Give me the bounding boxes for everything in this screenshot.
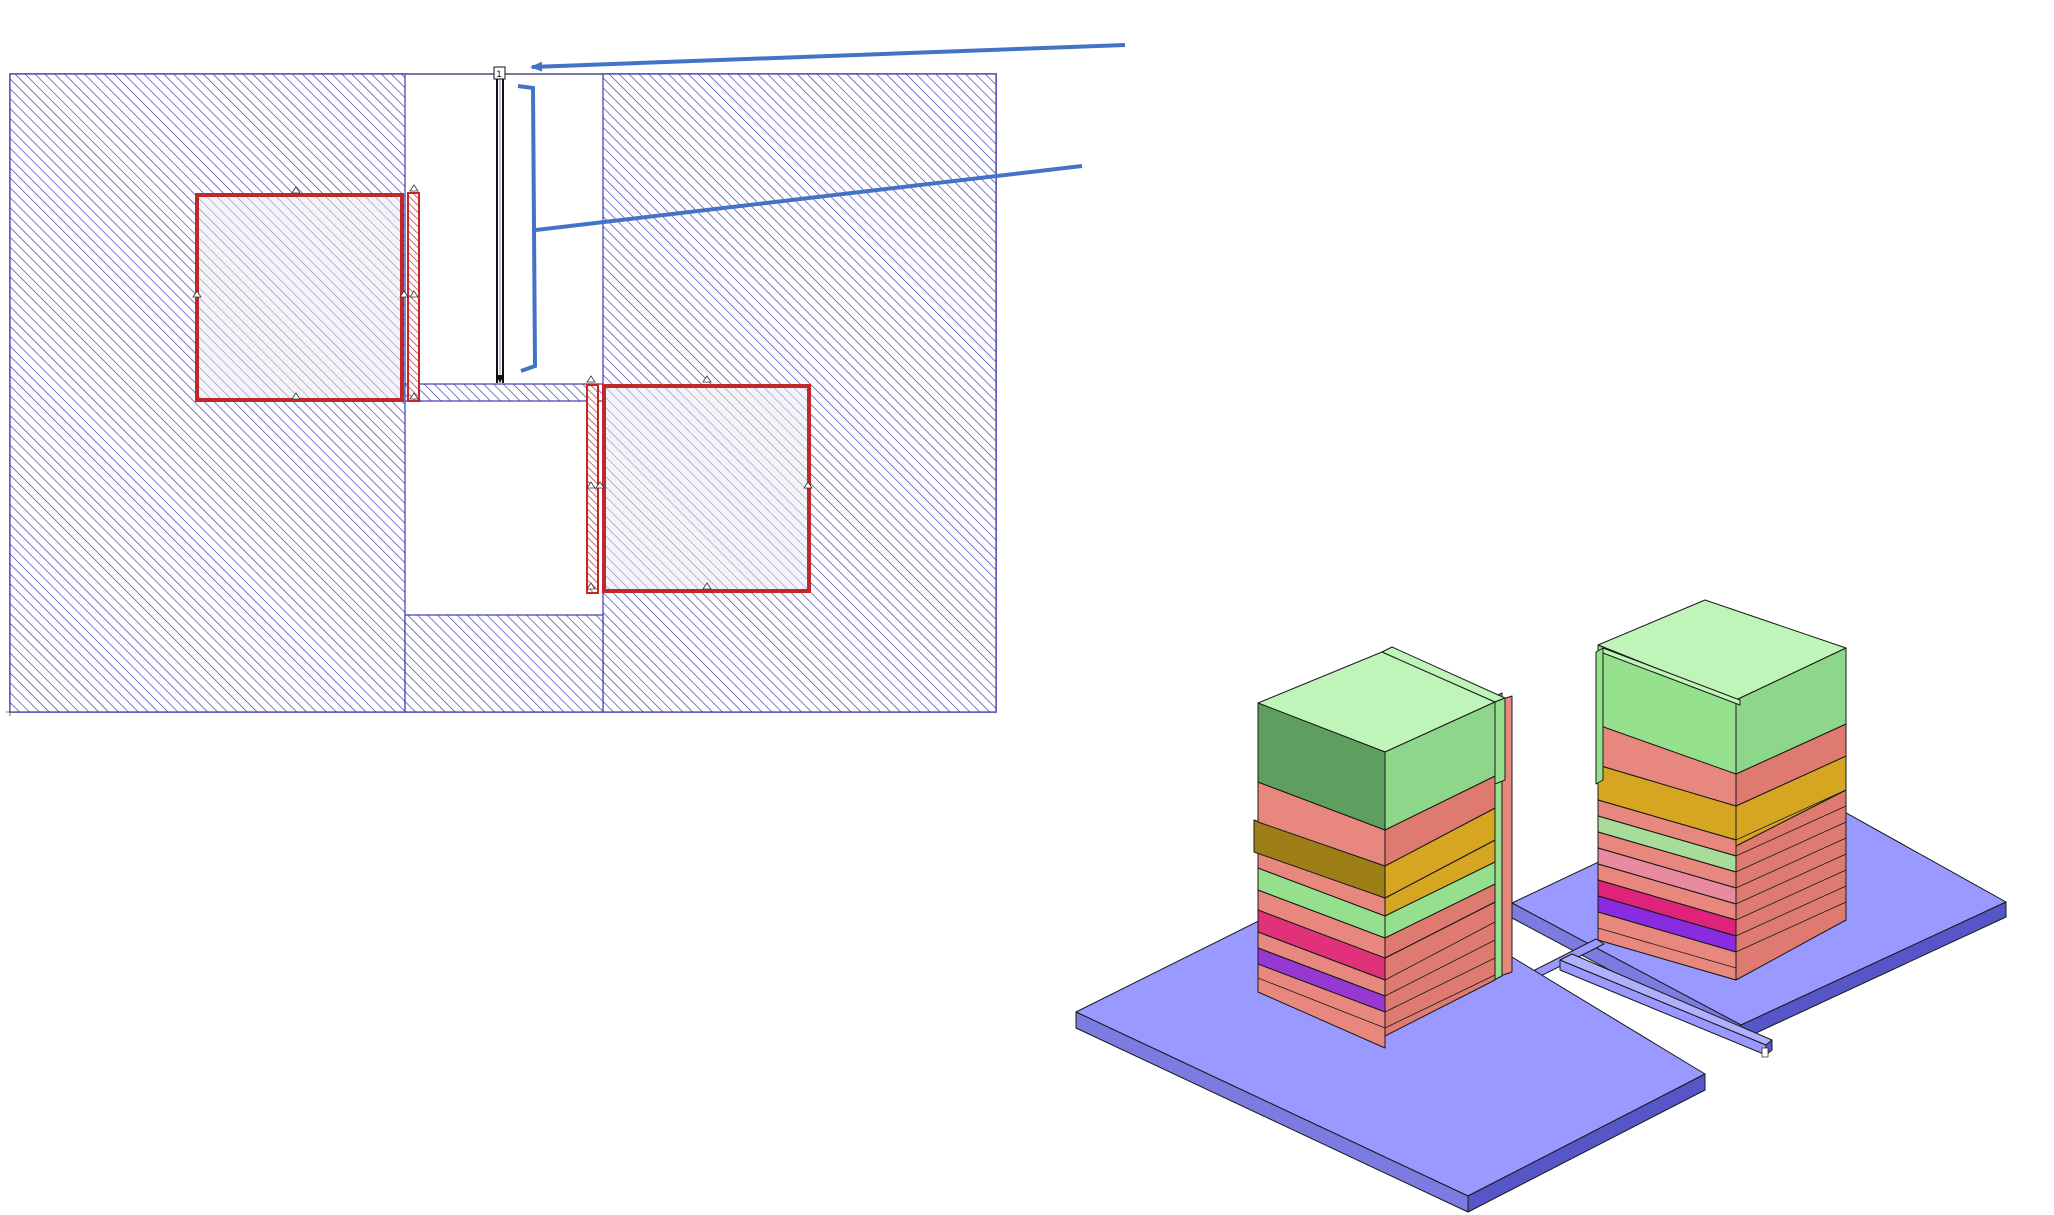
isometric-view bbox=[1075, 599, 2007, 1213]
feed-line-bracket bbox=[517, 84, 538, 373]
feed-line bbox=[496, 78, 504, 383]
connector-strip bbox=[404, 383, 604, 402]
inductor-right bbox=[586, 375, 813, 594]
layer-stack-right bbox=[1595, 599, 1847, 981]
layer-stack-left bbox=[1253, 646, 1513, 1049]
inductor-left bbox=[192, 184, 420, 402]
port-marker: 1 bbox=[493, 66, 506, 80]
layout-view: 1 bbox=[6, 66, 997, 716]
ground-bottom-center bbox=[404, 614, 604, 713]
annotations bbox=[517, 43, 1126, 373]
port-arrow bbox=[530, 43, 1126, 72]
port-label: 1 bbox=[497, 69, 502, 79]
corner-tick bbox=[6, 706, 16, 716]
bracket-pointer bbox=[535, 164, 1083, 232]
